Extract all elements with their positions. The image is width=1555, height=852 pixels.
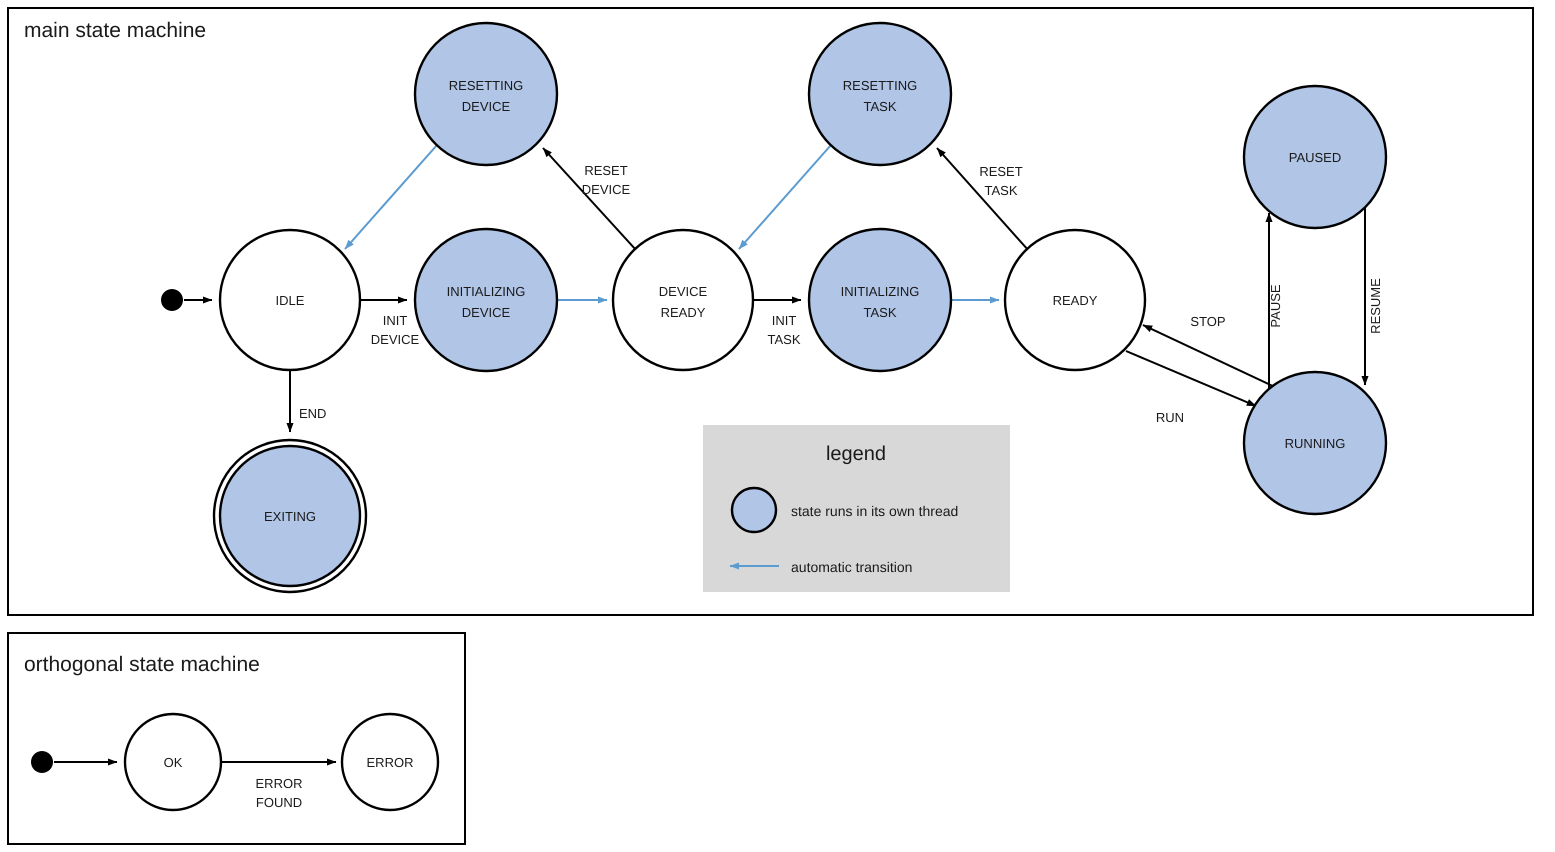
state-device-ready-label-line2: READY <box>661 305 706 320</box>
state-idle-label: IDLE <box>276 293 305 308</box>
state-initializing-device-label-line2: DEVICE <box>462 305 511 320</box>
state-resetting-task-shape[interactable] <box>807 21 953 167</box>
state-resetting-device-label-line2: DEVICE <box>462 99 511 114</box>
orthogonal-states: OK ERROR <box>31 712 440 812</box>
transition-label-end: END <box>299 406 326 421</box>
transition-running-to-ready <box>1142 324 1278 389</box>
transition-device-ready-to-resetting-device <box>542 147 637 251</box>
legend: legend state runs in its own thread auto… <box>703 425 1010 592</box>
state-resetting-device-shape[interactable] <box>413 21 559 167</box>
state-initializing-task-shape[interactable] <box>807 227 953 373</box>
transition-label-init-device-line1: INIT <box>383 313 408 328</box>
initial-pseudostate-main <box>161 289 183 311</box>
state-resetting-task[interactable]: RESETTING TASK <box>807 21 953 167</box>
main-states: IDLE RESETTING DEVICE INITIALIZING DEVIC… <box>161 21 1388 594</box>
state-error-label: ERROR <box>367 755 414 770</box>
state-exiting[interactable]: EXITING <box>212 438 368 594</box>
transition-label-pause: PAUSE <box>1268 284 1283 327</box>
transition-label-reset-device-line2: DEVICE <box>582 182 631 197</box>
state-device-ready[interactable]: DEVICE READY <box>611 228 755 372</box>
transition-resetting-task-to-device-ready <box>738 144 832 250</box>
state-ready-label: READY <box>1053 293 1098 308</box>
state-initializing-device-label-line1: INITIALIZING <box>447 284 526 299</box>
transition-ready-to-running <box>1125 350 1257 407</box>
transition-label-run: RUN <box>1156 410 1184 425</box>
state-ok[interactable]: OK <box>123 712 223 812</box>
initial-pseudostate-orthogonal <box>31 751 53 773</box>
state-paused-label: PAUSED <box>1289 150 1342 165</box>
state-running-shape[interactable] <box>1242 370 1388 516</box>
state-initializing-task-label-line1: INITIALIZING <box>841 284 920 299</box>
state-device-ready-shape[interactable] <box>611 228 755 372</box>
state-initializing-task[interactable]: INITIALIZING TASK <box>807 227 953 373</box>
state-resetting-task-label-line2: TASK <box>864 99 897 114</box>
state-ok-label: OK <box>164 755 183 770</box>
state-resetting-task-label-line1: RESETTING <box>843 78 917 93</box>
legend-title: legend <box>826 443 886 465</box>
main-state-machine-title: main state machine <box>24 19 206 42</box>
legend-thread-state-text: state runs in its own thread <box>791 503 958 519</box>
state-initializing-device-shape[interactable] <box>413 227 559 373</box>
transition-label-reset-task-line1: RESET <box>979 164 1022 179</box>
transition-resetting-device-to-idle <box>344 144 438 250</box>
state-initializing-task-label-line2: TASK <box>864 305 897 320</box>
state-ready-shape[interactable] <box>1003 228 1147 372</box>
transition-label-reset-task-line2: TASK <box>985 183 1018 198</box>
state-exiting-shape[interactable] <box>218 444 362 588</box>
state-ready[interactable]: READY <box>1003 228 1147 372</box>
state-resetting-device-label-line1: RESETTING <box>449 78 523 93</box>
state-exiting-label: EXITING <box>264 509 316 524</box>
state-paused-shape[interactable] <box>1242 84 1388 230</box>
state-idle-shape[interactable] <box>218 228 362 372</box>
state-device-ready-label-line1: DEVICE <box>659 284 708 299</box>
state-ok-shape[interactable] <box>123 712 223 812</box>
main-state-machine-group: main state machine INIT DEVICE END RESET… <box>7 7 1534 616</box>
transition-label-init-device-line2: DEVICE <box>371 332 420 347</box>
orthogonal-state-machine-group: orthogonal state machine ERROR FOUND OK … <box>7 632 466 845</box>
state-error[interactable]: ERROR <box>340 712 440 812</box>
transition-label-resume: RESUME <box>1368 278 1383 334</box>
transition-label-reset-device-line1: RESET <box>584 163 627 178</box>
orthogonal-state-machine-title: orthogonal state machine <box>24 653 260 676</box>
orthogonal-transitions: ERROR FOUND <box>54 758 337 810</box>
state-initializing-device[interactable]: INITIALIZING DEVICE <box>413 227 559 373</box>
transition-label-error-found-line2: FOUND <box>256 795 302 810</box>
transition-label-init-task-line2: TASK <box>768 332 801 347</box>
state-idle[interactable]: IDLE <box>218 228 362 372</box>
transition-label-stop: STOP <box>1190 314 1225 329</box>
state-error-shape[interactable] <box>340 712 440 812</box>
main-transitions: INIT DEVICE END RESET DEVICE INIT TASK <box>184 144 1383 433</box>
state-paused[interactable]: PAUSED <box>1242 84 1388 230</box>
transition-ready-to-resetting-task <box>936 147 1030 252</box>
state-running[interactable]: RUNNING <box>1242 370 1388 516</box>
transition-label-init-task-line1: INIT <box>772 313 797 328</box>
legend-automatic-transition-text: automatic transition <box>791 559 912 575</box>
state-resetting-device[interactable]: RESETTING DEVICE <box>413 21 559 167</box>
transition-label-error-found-line1: ERROR <box>256 776 303 791</box>
legend-thread-state-swatch <box>730 486 778 534</box>
state-running-label: RUNNING <box>1285 436 1346 451</box>
